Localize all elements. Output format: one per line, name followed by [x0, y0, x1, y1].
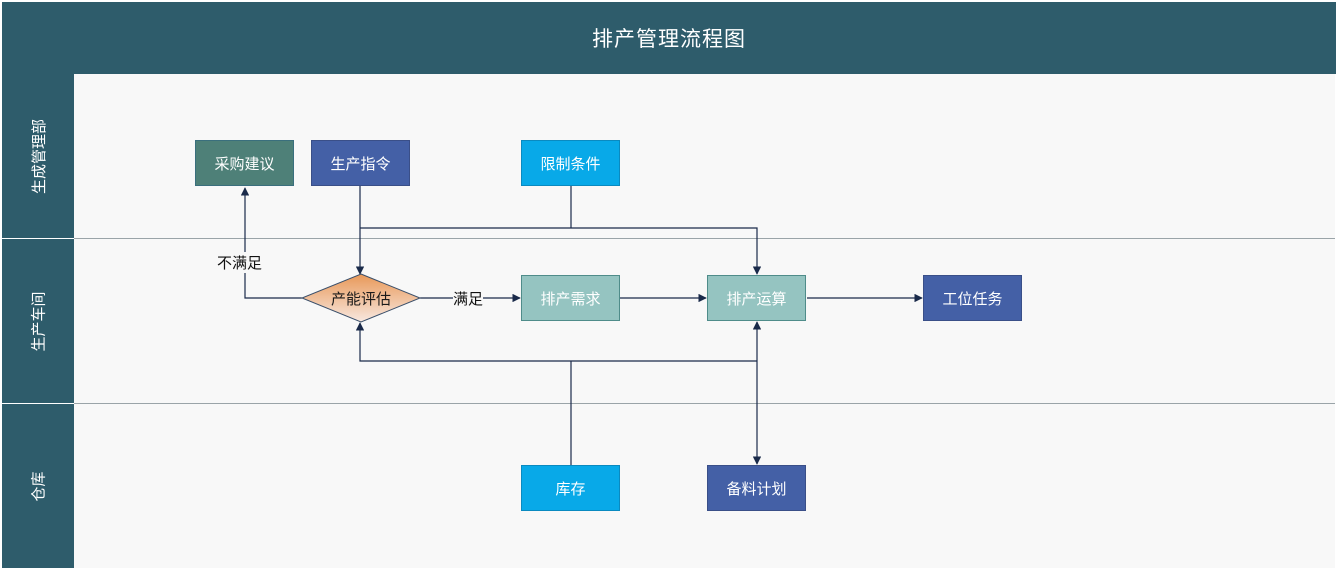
node-capacity-eval-label: 产能评估: [330, 289, 391, 308]
node-production-order-label: 生产指令: [330, 154, 391, 173]
lane-body-warehouse: [74, 404, 1335, 568]
node-material-plan[interactable]: 备料计划: [707, 465, 806, 511]
node-scheduling-calc[interactable]: 排产运算: [707, 275, 806, 321]
node-inventory-label: 库存: [555, 479, 586, 498]
node-production-order[interactable]: 生产指令: [311, 140, 410, 186]
node-station-task[interactable]: 工位任务: [923, 275, 1022, 321]
capacity-eval-diamond: [300, 273, 422, 323]
edge-label-not-satisfied: 不满足: [217, 252, 263, 273]
edge-order-to-calc: [360, 227, 762, 275]
lane-label-management: 生成管理部: [2, 74, 74, 238]
lane-body-workshop: [74, 239, 1335, 404]
edge-eval-to-purchase: [240, 187, 302, 299]
node-material-plan-label: 备料计划: [726, 479, 787, 498]
lane-label-warehouse: 仓库: [2, 404, 74, 568]
node-capacity-eval[interactable]: 产能评估: [302, 274, 420, 322]
node-constraints[interactable]: 限制条件: [521, 140, 620, 186]
edge-label-satisfied: 满足: [453, 288, 484, 309]
node-station-task-label: 工位任务: [942, 289, 1003, 308]
node-purchase-suggestion-label: 采购建议: [214, 154, 275, 173]
node-scheduling-demand[interactable]: 排产需求: [521, 275, 620, 321]
diagram-title: 排产管理流程图: [592, 27, 746, 51]
node-scheduling-demand-label: 排产需求: [540, 289, 601, 308]
node-purchase-suggestion[interactable]: 采购建议: [195, 140, 294, 186]
diagram-title-bar: 排产管理流程图: [2, 2, 1336, 74]
node-scheduling-calc-label: 排产运算: [726, 289, 787, 308]
node-inventory[interactable]: 库存: [521, 465, 620, 511]
lane-label-workshop: 生产车间: [2, 239, 74, 403]
edge-feedback-to-eval: [355, 322, 757, 362]
node-constraints-label: 限制条件: [540, 154, 601, 173]
